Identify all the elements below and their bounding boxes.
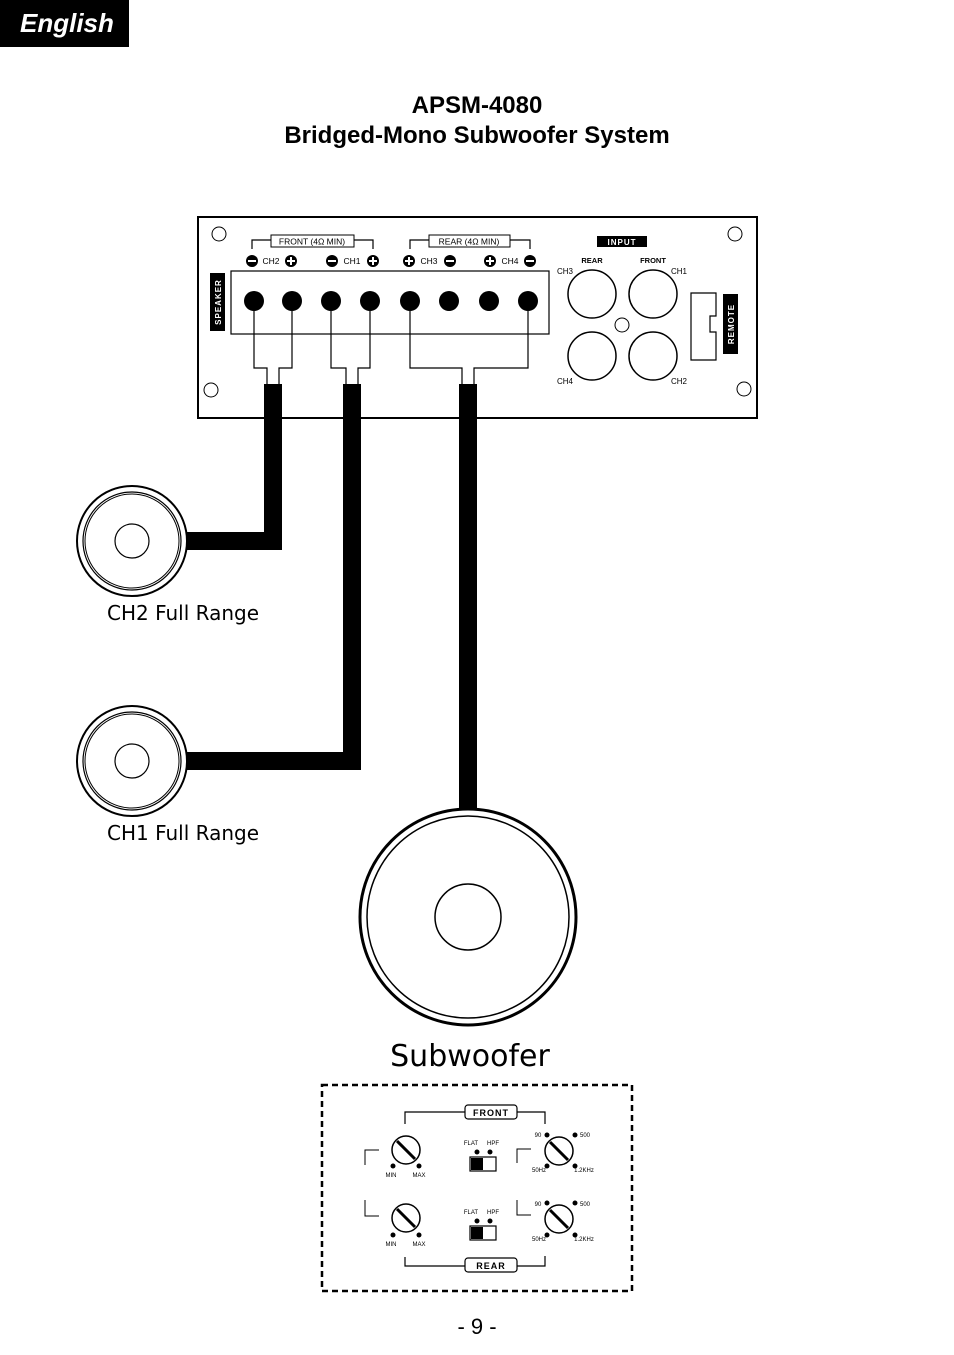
rca-label-ch2: CH2 [671, 377, 688, 386]
rear-gain-max-label: MAX [412, 1242, 425, 1248]
page-number: - 9 - [457, 1314, 497, 1339]
subwoofer-icon [358, 807, 578, 1027]
front-flat-hpf-switch[interactable] [469, 1156, 497, 1172]
front-freq-12k-label: 1.2KHz [574, 1168, 594, 1174]
rca-label-ch3: CH3 [557, 267, 574, 276]
rear-freq-90-label: 90 [535, 1202, 542, 1208]
input-rear-label: REAR [581, 256, 603, 265]
plus-icon [403, 255, 415, 267]
rca-label-ch4: CH4 [557, 377, 574, 386]
terminal-label-ch3: CH3 [420, 256, 437, 266]
input-label: INPUT [608, 238, 637, 247]
terminal-label-ch4: CH4 [501, 256, 518, 266]
front-gain-knob[interactable] [391, 1135, 421, 1165]
controls-panel: FRONT REAR MIN MAX FLAT HPF [320, 1083, 634, 1293]
rear-freq-50-label: 50Hz [532, 1237, 546, 1243]
front-label-box [464, 1104, 518, 1120]
minus-icon [246, 255, 258, 267]
rear-gain-min-label: MIN [386, 1242, 397, 1248]
front-switch-hpf-label: HPF [487, 1141, 499, 1147]
front-group-label: FRONT (4Ω MIN) [279, 237, 345, 247]
front-label: FRONT [473, 1108, 509, 1118]
terminal-label-ch1: CH1 [343, 256, 360, 266]
rear-label: REAR [476, 1261, 506, 1271]
rear-switch-hpf-label: HPF [487, 1210, 499, 1216]
rear-label-box [464, 1257, 518, 1273]
subwoofer-label: Subwoofer [390, 1039, 550, 1074]
rca-jack-icon [567, 269, 678, 381]
minus-icon [326, 255, 338, 267]
plus-icon [285, 255, 297, 267]
input-label-box [597, 236, 647, 247]
speaker-label: SPEAKER [214, 279, 223, 325]
ch1-speaker-label: CH1 Full Range [107, 821, 259, 845]
rear-gain-knob[interactable] [391, 1203, 421, 1233]
remote-label: REMOTE [727, 304, 736, 344]
rear-freq-12k-label: 1.2KHz [574, 1237, 594, 1243]
remote-connector [690, 292, 717, 361]
rear-group-label: REAR (4Ω MIN) [439, 237, 500, 247]
mount-screw-icon [203, 226, 752, 398]
front-switch-flat-label: FLAT [464, 1141, 479, 1147]
lead-wires [253, 311, 529, 384]
terminal-label-ch2: CH2 [262, 256, 279, 266]
ch2-speaker-label: CH2 Full Range [107, 601, 259, 625]
plus-icon [484, 255, 496, 267]
front-freq-50-label: 50Hz [532, 1168, 546, 1174]
rear-flat-hpf-switch[interactable] [469, 1225, 497, 1241]
front-freq-500-label: 500 [580, 1133, 591, 1139]
input-front-label: FRONT [640, 256, 666, 265]
ch1-speaker-icon [76, 705, 188, 817]
minus-icon [444, 255, 456, 267]
language-tab: English [0, 0, 129, 47]
rca-label-ch1: CH1 [671, 267, 688, 276]
speaker-label-box [210, 273, 225, 331]
page-title: APSM-4080 [411, 92, 543, 119]
remote-label-box [723, 294, 738, 354]
rear-freq-500-label: 500 [580, 1202, 591, 1208]
front-gain-min-label: MIN [386, 1173, 397, 1179]
front-freq-90-label: 90 [535, 1133, 542, 1139]
rear-crossover-knob[interactable] [544, 1204, 574, 1234]
minus-icon [524, 255, 536, 267]
amplifier-panel: SPEAKER REMOTE FRONT (4Ω MIN) REAR (4Ω M… [197, 216, 758, 419]
ch2-speaker-icon [76, 485, 188, 597]
rear-switch-flat-label: FLAT [464, 1210, 479, 1216]
terminal-screw-icon [244, 291, 538, 311]
front-gain-max-label: MAX [412, 1173, 425, 1179]
speaker-terminal-block [230, 270, 550, 335]
speaker-cables [186, 384, 477, 824]
page-subtitle: Bridged-Mono Subwoofer System [284, 122, 670, 149]
front-crossover-knob[interactable] [544, 1136, 574, 1166]
plus-icon [367, 255, 379, 267]
